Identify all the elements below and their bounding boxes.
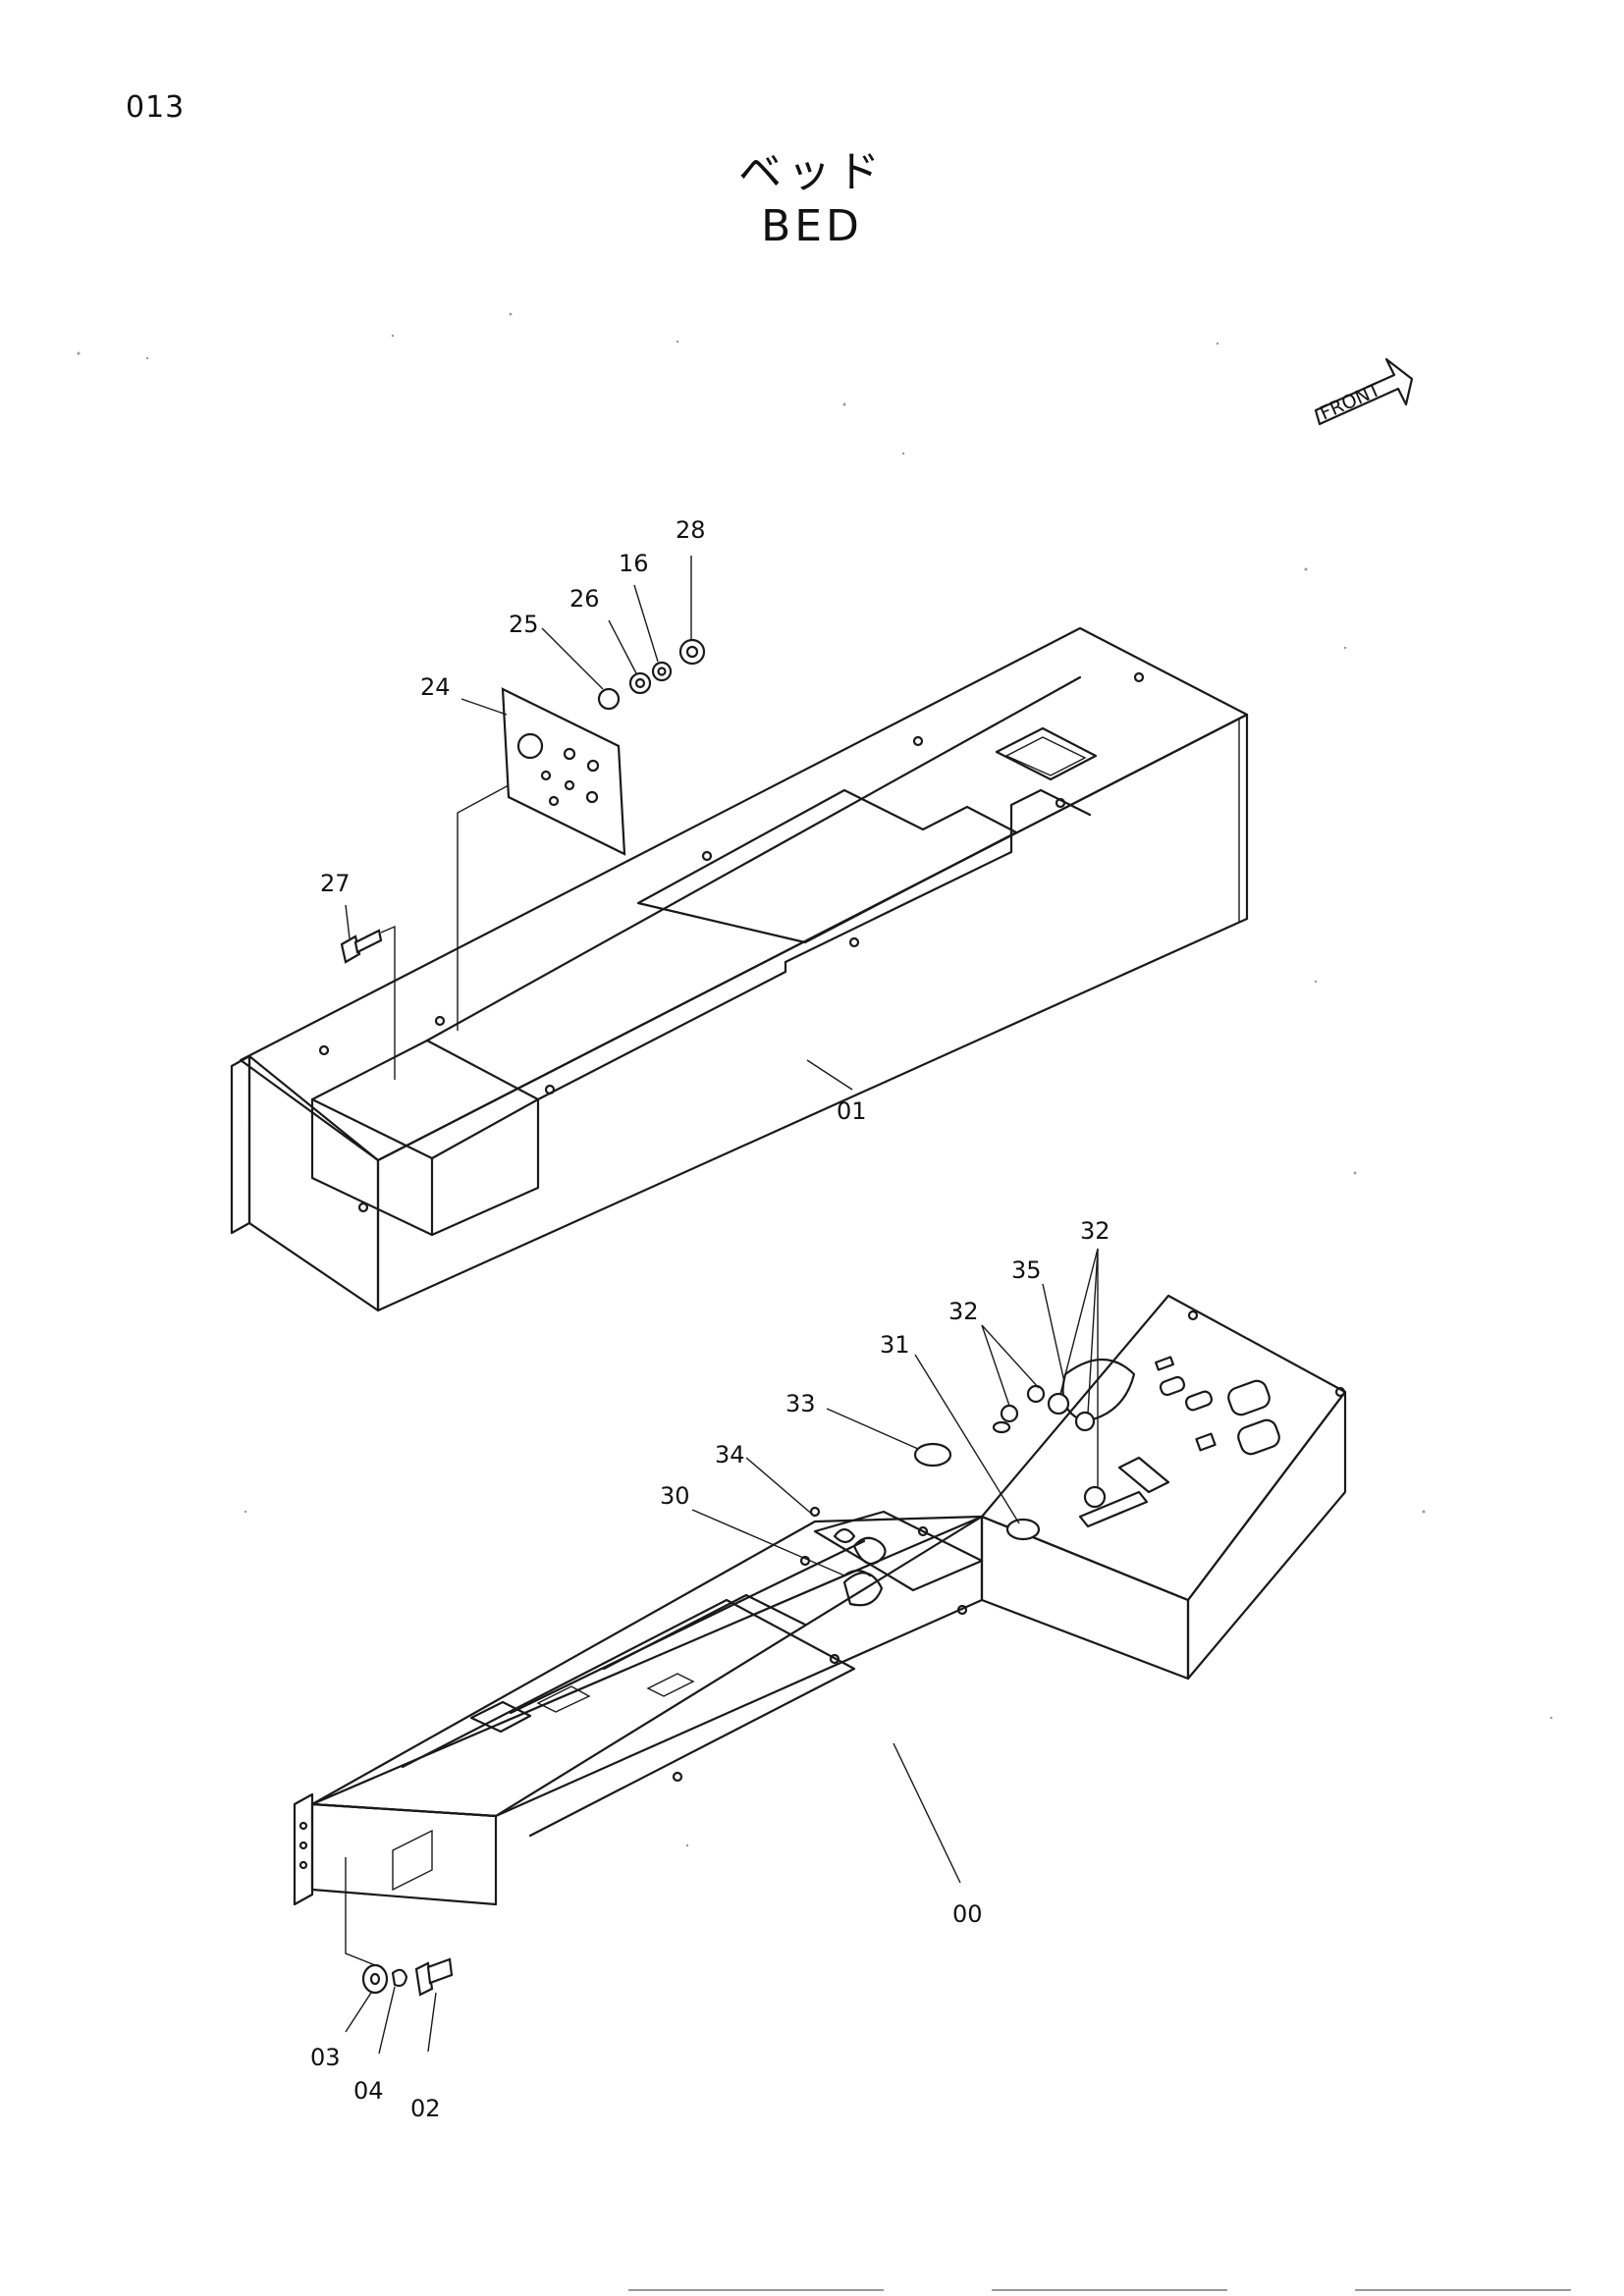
callout-32-right: 32	[1080, 1217, 1110, 1245]
callout-24: 24	[420, 673, 451, 701]
callout-16: 16	[619, 550, 649, 577]
callout-04: 04	[353, 2077, 384, 2105]
callout-35: 35	[1011, 1256, 1042, 1284]
callout-03: 03	[310, 2044, 341, 2071]
front-label: FRONT	[1317, 379, 1384, 425]
title-japanese: ベッド	[738, 147, 886, 197]
callout-25: 25	[509, 611, 539, 638]
plate-fasteners	[597, 638, 706, 711]
callout-28: 28	[676, 516, 706, 544]
callout-30: 30	[660, 1482, 690, 1510]
upper-bed-frame	[230, 626, 1249, 1312]
callout-02: 02	[410, 2095, 441, 2122]
page-number: 013	[126, 90, 186, 125]
callout-00: 00	[952, 1900, 983, 1928]
title-english: BED	[761, 201, 863, 251]
callout-33: 33	[785, 1390, 816, 1417]
callout-labels: 28 16 26 25 24 27 01 32 35 32 31 33 34 3…	[310, 516, 1110, 2122]
scan-noise	[77, 312, 1571, 2291]
callout-31: 31	[880, 1331, 910, 1359]
callout-26: 26	[569, 585, 600, 613]
callout-01: 01	[837, 1097, 867, 1125]
page-title: ベッド BED	[0, 145, 1624, 253]
callout-34: 34	[715, 1441, 745, 1468]
callout-leaders	[345, 556, 1099, 2055]
callout-27: 27	[320, 870, 351, 897]
part-24-plate	[457, 687, 626, 1031]
part-27-bolt	[340, 925, 396, 1080]
lower-fasteners	[345, 1857, 454, 1997]
front-arrow: FRONT	[1314, 357, 1414, 426]
lower-bed-frame	[293, 1294, 1347, 1906]
callout-32-left: 32	[948, 1298, 979, 1325]
